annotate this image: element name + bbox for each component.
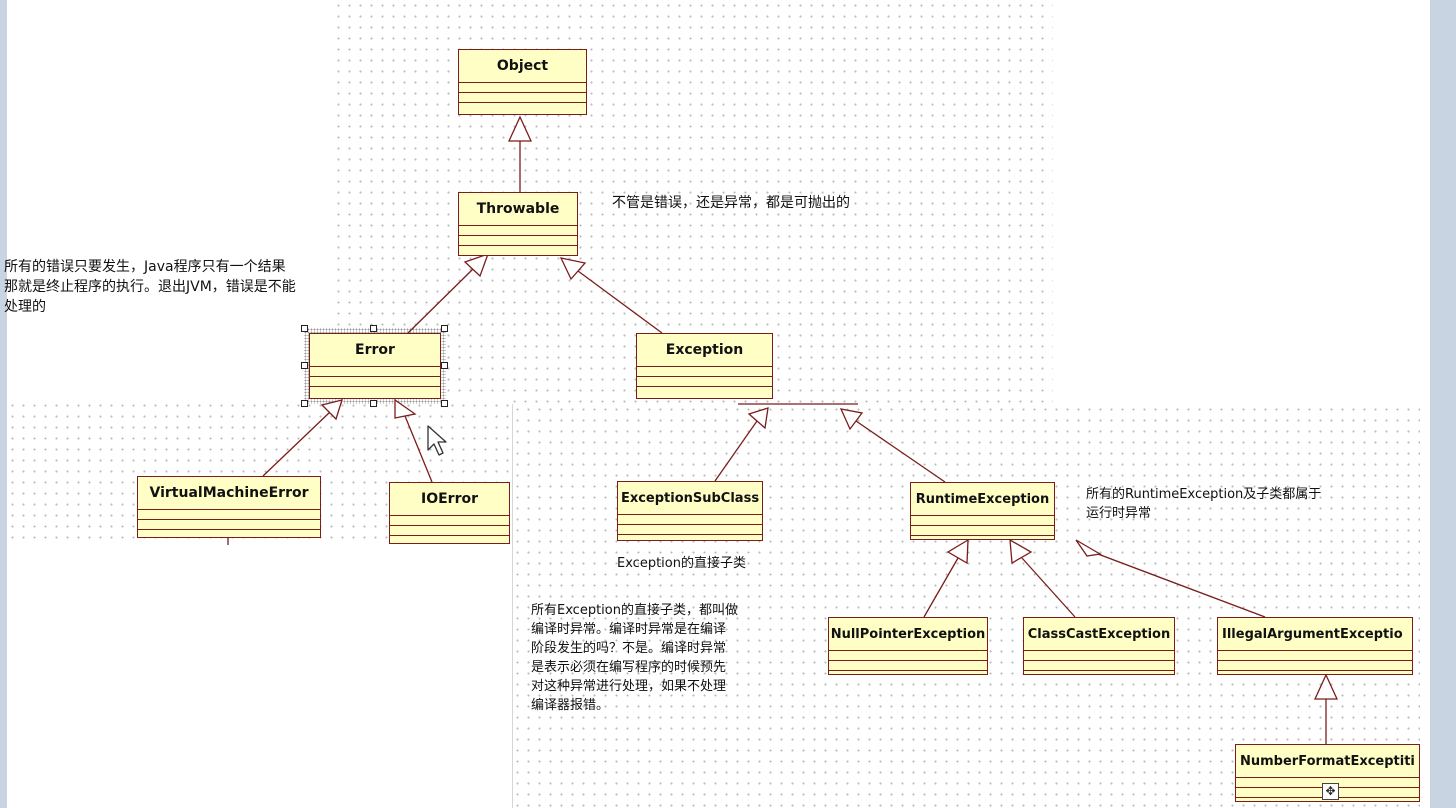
class-number-format-exception[interactable]: NumberFormatExceptiti bbox=[1235, 744, 1420, 802]
class-name: IOError bbox=[390, 483, 509, 516]
class-name: ExceptionSubClass bbox=[618, 482, 762, 515]
note-error: 所有的错误只要发生，Java程序只有一个结果 那就是终止程序的执行。退出JVM，… bbox=[4, 259, 296, 315]
note-checked-exception: 所有Exception的直接子类，都叫做 编译时异常。编译时异常是在编译 阶段发… bbox=[531, 603, 738, 713]
resize-handle-n[interactable] bbox=[370, 325, 377, 332]
class-null-pointer-exception[interactable]: NullPointerException bbox=[828, 617, 988, 675]
note-throwable: 不管是错误，还是异常，都是可抛出的 bbox=[612, 195, 850, 211]
diagram-canvas-bottom bbox=[512, 404, 1420, 808]
move-cross-icon[interactable]: ✥ bbox=[1322, 783, 1339, 800]
resize-handle-se[interactable] bbox=[441, 400, 448, 407]
class-name: NullPointerException bbox=[829, 618, 987, 651]
window-edge-left bbox=[0, 0, 7, 808]
diagram-canvas-top bbox=[333, 0, 1053, 404]
resize-handle-e[interactable] bbox=[441, 362, 448, 369]
class-illegal-argument-exception[interactable]: IllegalArgumentExceptio bbox=[1217, 617, 1413, 675]
resize-handle-s[interactable] bbox=[370, 400, 377, 407]
class-exception-sub-class[interactable]: ExceptionSubClass bbox=[617, 481, 763, 541]
resize-handle-sw[interactable] bbox=[301, 400, 308, 407]
class-error[interactable]: Error bbox=[309, 333, 441, 399]
class-io-error[interactable]: IOError bbox=[389, 482, 510, 544]
note-runtime-exception: 所有的RuntimeException及子类都属于 运行时异常 bbox=[1086, 487, 1322, 521]
class-name: NumberFormatExceptiti bbox=[1236, 745, 1419, 778]
class-class-cast-exception[interactable]: ClassCastException bbox=[1023, 617, 1175, 675]
class-name: Object bbox=[459, 50, 586, 83]
class-name: IllegalArgumentExceptio bbox=[1218, 618, 1412, 651]
caption-direct-subclass: Exception的直接子类 bbox=[617, 556, 746, 571]
class-throwable[interactable]: Throwable bbox=[458, 192, 578, 256]
class-virtual-machine-error[interactable]: VirtualMachineError bbox=[137, 476, 321, 538]
class-name: Throwable bbox=[459, 193, 577, 226]
class-exception[interactable]: Exception bbox=[636, 333, 773, 399]
class-name: RuntimeException bbox=[911, 483, 1054, 516]
class-name: ClassCastException bbox=[1024, 618, 1174, 651]
resize-handle-ne[interactable] bbox=[441, 325, 448, 332]
window-edge-right bbox=[1430, 0, 1456, 808]
resize-handle-nw[interactable] bbox=[301, 325, 308, 332]
class-runtime-exception[interactable]: RuntimeException bbox=[910, 482, 1055, 540]
resize-handle-w[interactable] bbox=[301, 362, 308, 369]
class-object[interactable]: Object bbox=[458, 49, 587, 115]
class-name: Error bbox=[310, 334, 440, 367]
mouse-pointer-icon bbox=[427, 425, 447, 456]
class-name: Exception bbox=[637, 334, 772, 367]
class-name: VirtualMachineError bbox=[138, 477, 320, 510]
